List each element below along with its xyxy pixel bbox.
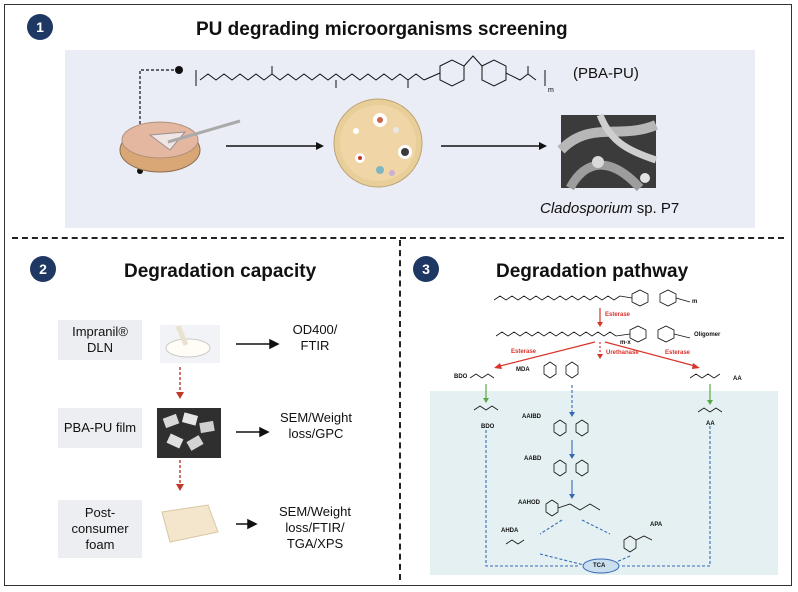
red-dashed-arrows — [176, 367, 184, 491]
aa2-label: AA — [706, 421, 715, 427]
green-arrows — [483, 384, 713, 405]
esterase-left-label: Esterase — [511, 349, 537, 355]
subscript-m: m — [548, 87, 554, 94]
figure-frame — [4, 4, 792, 586]
substrate-foam: Post- consumer foam — [58, 500, 142, 558]
impranil-photo — [160, 325, 220, 363]
organism-genus: Cladosporium — [540, 200, 633, 217]
section-3-badge: 3 — [413, 256, 439, 282]
esterase-right-label: Esterase — [665, 350, 691, 356]
polymer-label: (PBA-PU) — [573, 65, 639, 82]
bdo-label: BDO — [454, 374, 468, 380]
capacity-arrows — [236, 338, 280, 530]
vertical-divider — [399, 240, 401, 580]
aabd-label: AABD — [524, 456, 542, 462]
tca-node — [582, 558, 620, 574]
analysis-impranil: OD400/ FTIR — [292, 322, 338, 353]
film-photo — [157, 408, 221, 458]
mda-label: MDA — [516, 367, 530, 373]
analysis-film: SEM/Weight loss/GPC — [279, 410, 352, 441]
pathway-polymer — [469, 289, 723, 553]
organism-strain: sp. P7 — [632, 200, 680, 217]
sem-image — [557, 113, 658, 192]
substrate-pba-pu-film: PBA-PU film — [58, 408, 142, 448]
label-m-x: m-x — [620, 340, 631, 346]
petri-dish-with-foam — [119, 119, 241, 173]
section-1-title: PU degrading microorganisms screening — [196, 19, 568, 40]
apa-label: APA — [650, 522, 663, 528]
section-2-badge: 2 — [30, 256, 56, 282]
foam-photo — [156, 502, 222, 548]
horizontal-divider — [12, 237, 784, 239]
tca-label: TCA — [593, 563, 606, 569]
aahod-label: AAHOD — [518, 500, 540, 506]
label-m-top: m — [692, 299, 698, 305]
section-2-title: Degradation capacity — [124, 261, 317, 282]
urethanase-label: Urethanase — [606, 350, 639, 356]
organism-name: Cladosporium sp. P7 — [540, 200, 679, 217]
aaibd-label: AAIBD — [522, 414, 541, 420]
colony-plate — [333, 98, 423, 188]
esterase-top-label: Esterase — [605, 312, 631, 318]
section-3-title: Degradation pathway — [496, 261, 689, 282]
oligomer-label: Oligomer — [694, 332, 721, 338]
pba-pu-structure — [195, 55, 546, 88]
bdo2-label: BDO — [481, 424, 495, 430]
aa-label: AA — [733, 376, 742, 382]
section-1-badge: 1 — [27, 14, 53, 40]
substrate-impranil: Impranil® DLN — [58, 320, 142, 360]
cell-background — [430, 391, 778, 575]
enzyme-arrows — [494, 308, 700, 369]
analysis-foam: SEM/Weight loss/FTIR/ TGA/XPS — [278, 504, 351, 551]
pointer-line — [139, 69, 179, 168]
ahda-label: AHDA — [501, 528, 519, 534]
